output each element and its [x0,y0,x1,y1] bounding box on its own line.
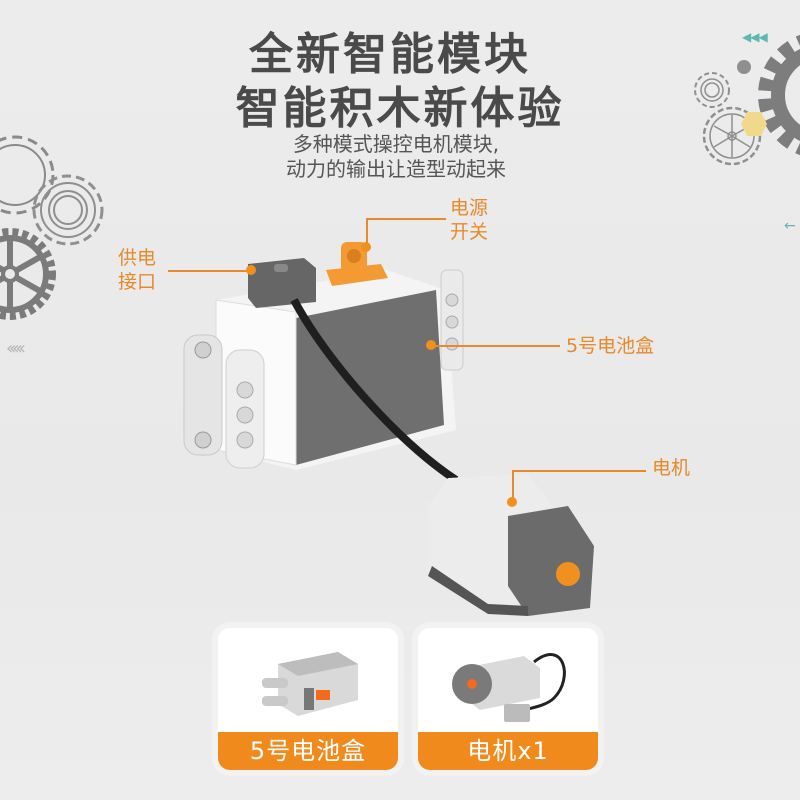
teal-arrow-right-icon: ← [784,218,796,234]
motor-thumbnail [452,653,566,722]
callout-motor: 电机 [652,457,691,479]
subheadline-line-2: 动力的输出让造型动起来 [286,157,506,181]
callout-line-power-switch-v [366,218,368,244]
headline-line-2: 智能积木新体验 [235,83,565,134]
gear-ring-left-icon [32,174,104,246]
battery-box-illustration [183,242,464,480]
callout-power-port: 供电 接口 [118,247,157,293]
gear-solid-left-icon [0,228,56,320]
gear-small-right-icon [694,72,730,108]
callout-line-battery-box [432,345,560,347]
battery-box-thumbnail [262,652,358,716]
product-card-motor: 电机x1 [418,628,598,770]
callout-dot-power-switch [361,242,371,252]
callout-line-power-switch-h [366,218,446,220]
chevrons-left-icon: ‹‹‹‹‹ [6,338,26,359]
callout-dot-motor [507,497,517,507]
motor-illustration [428,474,594,616]
callout-line-motor-v [512,470,514,498]
callout-line-motor-h [512,470,646,472]
hexagon-yellow-icon [741,112,767,136]
callout-dot-battery-box [426,340,436,350]
subheadline-line-1: 多种模式操控电机模块, [292,132,500,156]
callout-line-power-port [168,270,248,272]
gear-large-right-icon [758,34,800,156]
headline-line-1: 全新智能模块 [249,29,531,80]
dot-decoration [737,60,751,74]
product-card-label: 电机x1 [418,732,598,770]
callout-power-switch: 电源 开关 [450,197,489,243]
teal-arrows-icon: ◀◀◀ [742,30,768,44]
gear-outline-left-icon [0,135,55,215]
product-card-label: 5号电池盒 [218,732,398,770]
callout-dot-power-port [246,265,256,275]
product-card-battery-box: 5号电池盒 [218,628,398,770]
callout-battery-box: 5号电池盒 [566,335,655,357]
